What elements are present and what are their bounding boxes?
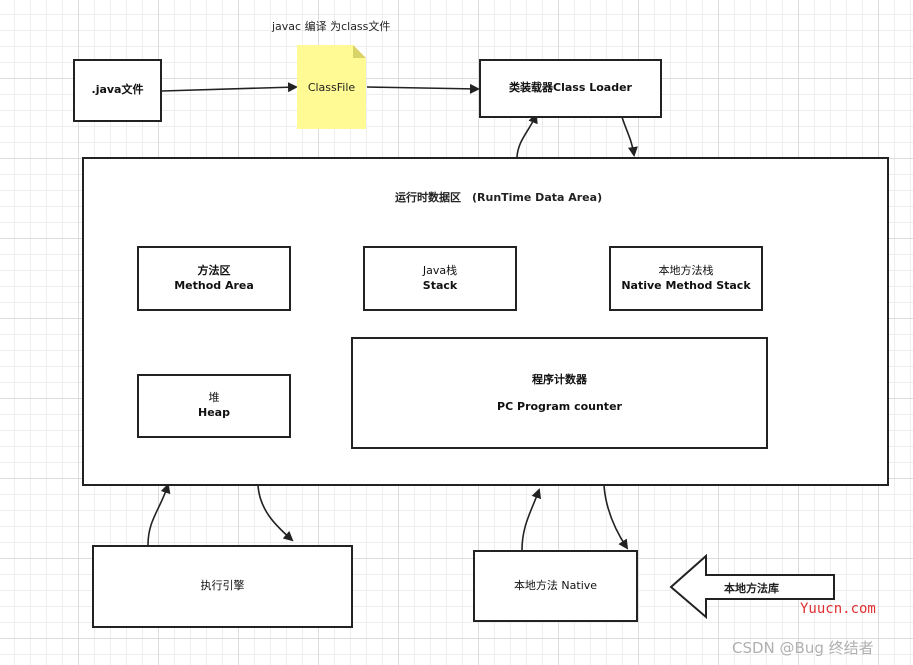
arrow-runtime-to-engine: [257, 485, 294, 542]
heap-box: 堆 Heap: [137, 374, 291, 438]
native-stack-box: 本地方法栈 Native Method Stack: [609, 246, 763, 311]
arrow-java-to-classfile: [161, 82, 298, 93]
compile-annotation: javac 编译 为class文件: [272, 20, 391, 33]
heap-cn: 堆: [208, 391, 220, 405]
exec-engine-label: 执行引擎: [200, 579, 245, 593]
java-file-box: .java文件: [73, 59, 162, 122]
arrow-loader-to-runtime: [621, 116, 638, 157]
arrow-runtime-to-loader: [516, 113, 538, 158]
pc-counter-box: 程序计数器 PC Program counter: [351, 337, 768, 449]
watermark-author: CSDN @Bug 终结者: [732, 639, 874, 657]
arrow-engine-to-runtime: [147, 483, 171, 546]
native-stack-en: Native Method Stack: [621, 278, 751, 292]
arrow-runtime-to-native: [603, 485, 629, 550]
java-stack-cn: Java栈: [422, 263, 458, 277]
java-stack-en: Stack: [422, 278, 458, 292]
native-method-label: 本地方法 Native: [513, 578, 598, 592]
method-area-cn: 方法区: [197, 263, 231, 277]
big-arrow-native-lib: [669, 553, 835, 620]
runtime-title: 运行时数据区 (RunTime Data Area): [395, 191, 603, 204]
pc-counter-cn: 程序计数器: [532, 373, 587, 386]
class-loader-label: 类装载器Class Loader: [509, 81, 632, 95]
pc-counter-en: PC Program counter: [497, 399, 622, 413]
java-stack-box: Java栈 Stack: [363, 246, 517, 311]
arrow-classfile-to-loader: [366, 83, 480, 94]
classfile-label: ClassFile: [307, 80, 356, 94]
classfile-note: ClassFile: [297, 45, 366, 129]
heap-en: Heap: [198, 406, 230, 419]
arrow-native-to-runtime: [521, 488, 542, 551]
java-file-label: .java文件: [91, 83, 144, 97]
native-method-box: 本地方法 Native: [473, 550, 638, 622]
native-lib-label: 本地方法库: [724, 582, 779, 595]
class-loader-box: 类装载器Class Loader: [479, 59, 662, 118]
watermark-site: Yuucn.com: [800, 601, 876, 617]
exec-engine-box: 执行引擎: [92, 545, 353, 628]
method-area-en: Method Area: [174, 278, 254, 292]
method-area-box: 方法区 Method Area: [137, 246, 291, 311]
native-stack-cn: 本地方法栈: [658, 263, 714, 277]
